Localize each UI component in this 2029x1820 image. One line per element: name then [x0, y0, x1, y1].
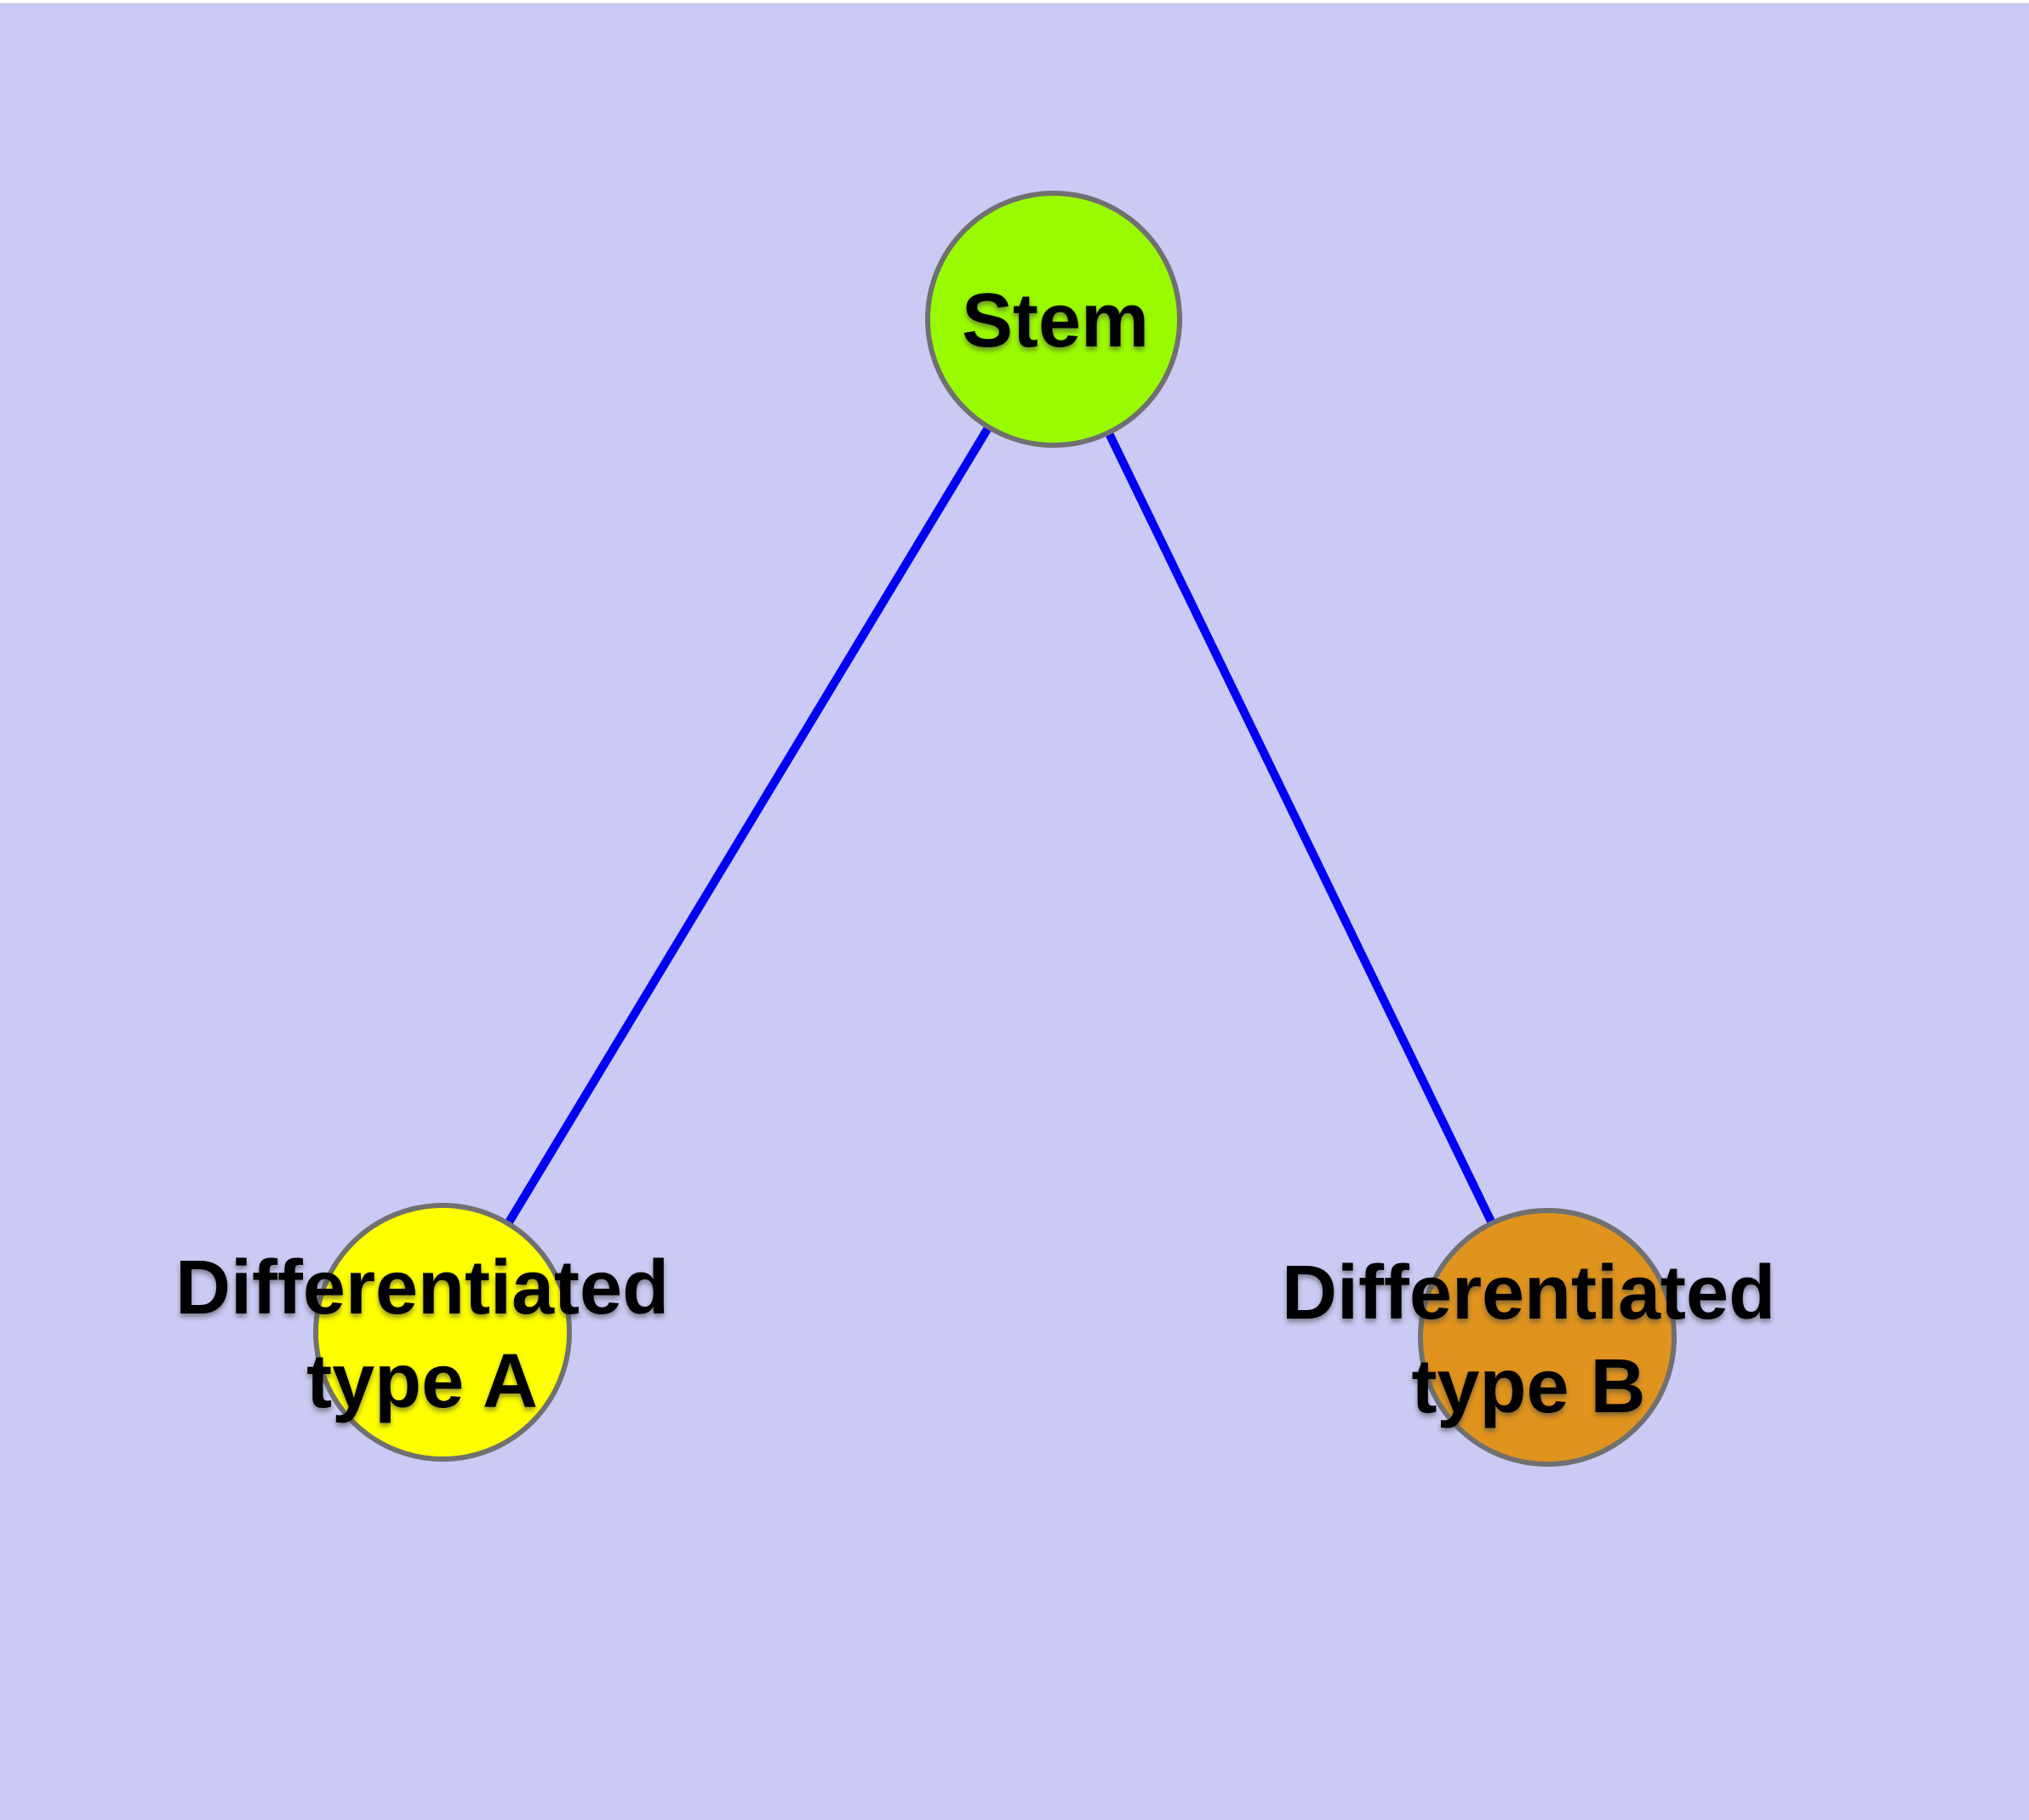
node-type-a-label-line1: Differentiated	[174, 1245, 670, 1331]
node-type-b-circle	[1418, 1208, 1677, 1467]
node-type-a-circle	[313, 1203, 572, 1462]
node-type-a-label-line2: type A	[306, 1339, 538, 1424]
edge-stem-to-type-a	[438, 317, 1058, 1335]
node-stem-label: Stem	[961, 278, 1150, 363]
node-type-b-label-line1: Differentiated	[1281, 1251, 1776, 1336]
node-type-b-label: Differentiated type B	[1282, 1246, 1775, 1434]
node-type-a-label: Differentiated type A	[175, 1241, 669, 1428]
node-type-b-label-line2: type B	[1411, 1344, 1646, 1429]
top-edge-strip	[0, 0, 2029, 4]
edge-stem-to-type-b	[1049, 317, 1552, 1340]
node-stem-circle	[925, 191, 1182, 448]
